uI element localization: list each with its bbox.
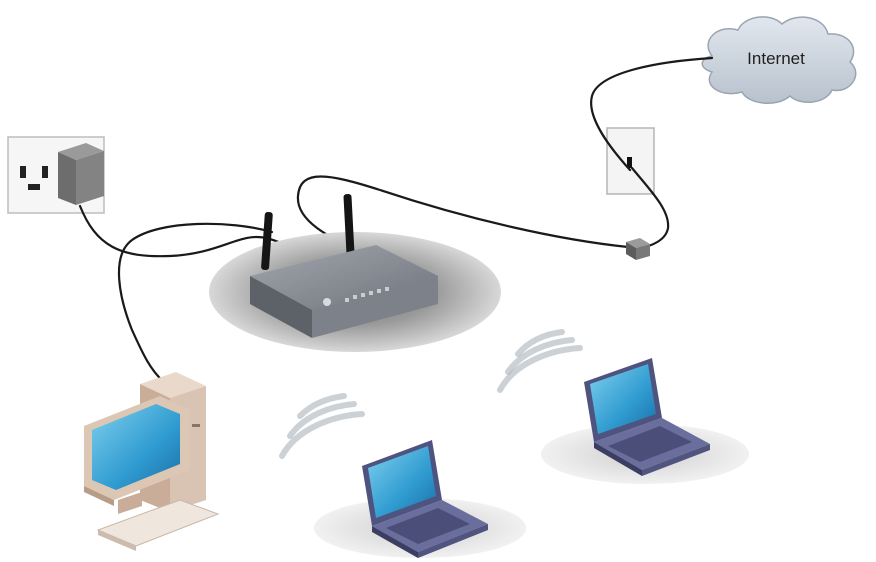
phone-wall-jack [606, 127, 655, 195]
power-adapter [58, 143, 104, 205]
router-antenna-right [343, 193, 355, 257]
wifi-signal-icon-left [279, 393, 365, 459]
cable-router-to-desktop [117, 222, 274, 384]
wifi-signal-icon-right [497, 329, 583, 393]
cable-jack-to-filter [630, 166, 670, 250]
router-antenna-left [261, 211, 273, 271]
laptop-right [584, 358, 710, 476]
wireless-router [250, 193, 438, 338]
line-filter [626, 238, 650, 260]
laptop-left [362, 440, 488, 558]
cable-filter-to-router [296, 175, 630, 250]
cable-internet-to-jack [590, 56, 714, 172]
internet-cloud: Internet [701, 16, 857, 104]
desktop-computer [84, 372, 220, 551]
internet-label: Internet [747, 49, 805, 68]
